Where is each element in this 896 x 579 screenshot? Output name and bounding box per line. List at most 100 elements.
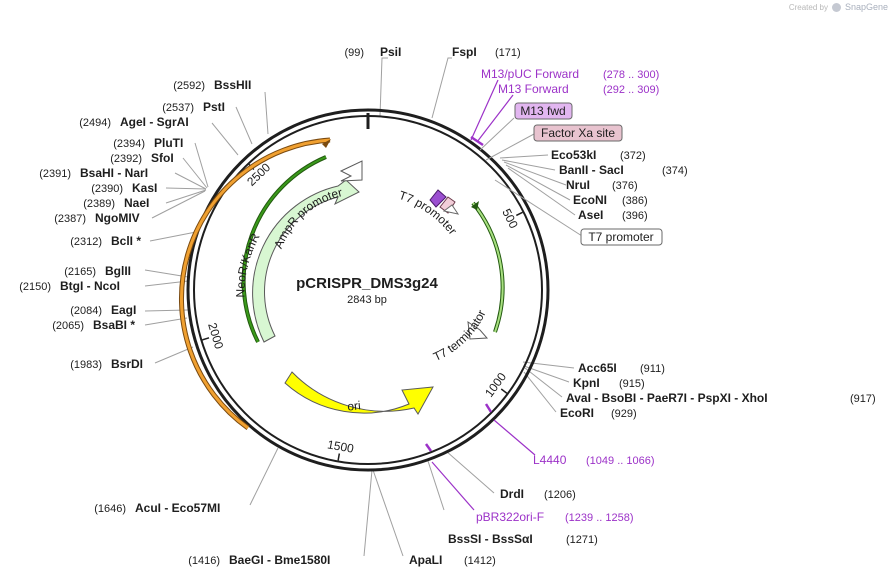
enzyme-eagi[interactable]: EagI [111, 303, 136, 317]
enzyme-avai-group[interactable]: AvaI - BsoBI - PaeR7I - PspXI - XhoI [566, 391, 768, 405]
ori-label: ori [347, 398, 362, 413]
enzyme-pluti-pos: (2394) [113, 138, 145, 150]
enzyme-bsahi-group[interactable]: BsaHI - NarI [80, 166, 148, 180]
primer-leaders [431, 79, 536, 511]
m13-fwd-box[interactable] [514, 102, 573, 120]
enzyme-bcli[interactable]: BclI * [111, 234, 141, 248]
enzyme-bsrdi[interactable]: BsrDI [111, 357, 143, 371]
enzyme-baegi-group-pos: (1416) [188, 555, 220, 567]
enzyme-btgi-group[interactable]: BtgI - NcoI [60, 279, 120, 293]
enzyme-pluti[interactable]: PluTI [154, 136, 183, 150]
primer-pbr322ori-f-range: (1239 .. 1258) [565, 512, 634, 524]
m13-fwd-box-label: M13 fwd [520, 104, 565, 118]
green-strand-right [472, 202, 504, 333]
enzyme-acc65i-pos: (911) [640, 363, 665, 375]
t7-promoter-box[interactable] [580, 228, 663, 246]
enzyme-avai-group-pos: (917) [850, 393, 876, 405]
primer-markers [424, 135, 493, 452]
factor-xa-box-label: Factor Xa site [541, 126, 615, 140]
ori-feature[interactable] [284, 371, 434, 415]
enzyme-baegi-group[interactable]: BaeGI - Bme1580I [229, 553, 330, 567]
tick-mark [337, 453, 341, 461]
primer-m13-puc-forward-range: (278 .. 300) [603, 69, 659, 81]
enzyme-ecori[interactable]: EcoRI [560, 406, 594, 420]
enzyme-ngomiv-pos: (2387) [54, 213, 86, 225]
primer-l4440-range: (1049 .. 1066) [586, 455, 655, 467]
enzyme-kasi-pos: (2390) [91, 183, 123, 195]
enzyme-apali[interactable]: ApaLI [409, 553, 442, 567]
tick-label: 500 [499, 206, 521, 230]
factor-xa-box[interactable] [533, 124, 623, 142]
enzyme-fspi-pos: (171) [495, 47, 521, 59]
enzyme-btgi-group-pos: (2150) [19, 281, 51, 293]
primer-pbr322ori-f[interactable]: pBR322ori-F [476, 510, 544, 524]
enzyme-nrui-pos: (376) [612, 180, 638, 192]
enzyme-eco53ki[interactable]: Eco53kI [551, 148, 596, 162]
ampr-promoter-feature[interactable] [339, 160, 363, 182]
enzyme-apali-pos: (1412) [464, 555, 496, 567]
enzyme-fspi[interactable]: FspI [452, 45, 477, 59]
primer-m13-forward-range: (292 .. 309) [603, 84, 659, 96]
snapgene-name: SnapGene [844, 2, 888, 12]
enzyme-banii-saci[interactable]: BanII - SacI [559, 163, 624, 177]
enzyme-bsrdi-pos: (1983) [70, 359, 102, 371]
green-strand-left [242, 156, 327, 343]
enzyme-bsssi-group-pos: (1271) [566, 534, 598, 546]
enzyme-acui-group[interactable]: AcuI - Eco57MI [135, 501, 220, 515]
enzyme-ngomiv[interactable]: NgoMIV [95, 211, 140, 225]
enzyme-bsabi-pos: (2065) [52, 320, 84, 332]
enzyme-agei-group-pos: (2494) [79, 117, 111, 129]
enzyme-bsshii-pos: (2592) [173, 80, 205, 92]
tick-mark [500, 388, 508, 394]
enzyme-acc65i[interactable]: Acc65I [578, 361, 617, 375]
enzyme-agei-group[interactable]: AgeI - SgrAI [120, 115, 189, 129]
enzyme-psti[interactable]: PstI [203, 100, 225, 114]
enzyme-naei-pos: (2389) [83, 198, 115, 210]
enzyme-bsabi[interactable]: BsaBI * [93, 318, 135, 332]
enzyme-kasi[interactable]: KasI [132, 181, 157, 195]
created-by-text: Created by [788, 2, 828, 12]
enzyme-psii-pos: (99) [344, 47, 364, 59]
enzyme-sfoi[interactable]: SfoI [151, 151, 174, 165]
primer-m13-puc-forward[interactable]: M13/pUC Forward [481, 67, 579, 81]
factor-xa-leader [485, 133, 535, 161]
enzyme-banii-saci-pos: (374) [662, 165, 688, 177]
enzyme-drdi[interactable]: DrdI [500, 487, 524, 501]
snapgene-branding: Created by SnapGene [789, 2, 888, 12]
enzyme-eagi-pos: (2084) [70, 305, 102, 317]
enzyme-nrui[interactable]: NruI [566, 178, 590, 192]
t7-promoter-box-label: T7 promoter [588, 230, 653, 244]
t7-promoter-box-leader [494, 179, 583, 237]
enzyme-eco53ki-pos: (372) [620, 150, 646, 162]
enzyme-bsshii[interactable]: BssHII [214, 78, 251, 92]
enzyme-econi[interactable]: EcoNI [573, 193, 607, 207]
primer-m13-forward[interactable]: M13 Forward [498, 82, 569, 96]
tick-label: 2000 [205, 321, 226, 351]
enzyme-sfoi-pos: (2392) [110, 153, 142, 165]
m13-fwd-leader [479, 117, 515, 151]
enzyme-naei[interactable]: NaeI [124, 196, 149, 210]
enzyme-asei[interactable]: AseI [578, 208, 603, 222]
t7-promoter-purple-marker[interactable] [429, 189, 447, 208]
plasmid-size: 2843 bp [347, 294, 387, 306]
enzyme-psii[interactable]: PsiI [380, 45, 401, 59]
tick-mark [202, 337, 210, 341]
tick-label: 1000 [482, 370, 509, 400]
enzyme-acui-group-pos: (1646) [94, 503, 126, 515]
t7-promoter-white-marker[interactable] [442, 204, 460, 215]
orange-strand [179, 138, 331, 430]
enzyme-kpni[interactable]: KpnI [573, 376, 600, 390]
green-strand-arrowhead [471, 201, 479, 210]
enzyme-bsssi-group[interactable]: BssSI - BssSαI [448, 532, 533, 546]
enzyme-econi-pos: (386) [622, 195, 648, 207]
tick-mark [515, 211, 523, 217]
neor-kanr-feature[interactable] [252, 179, 360, 343]
primer-l4440[interactable]: L4440 [533, 453, 567, 467]
snapgene-logo-icon [831, 2, 841, 12]
t7-terminator-feature[interactable] [467, 320, 489, 340]
tick-label: 1500 [326, 437, 355, 455]
enzyme-bglii-pos: (2165) [64, 266, 96, 278]
enzyme-bglii[interactable]: BglII [105, 264, 131, 278]
enzyme-ecori-pos: (929) [611, 408, 637, 420]
